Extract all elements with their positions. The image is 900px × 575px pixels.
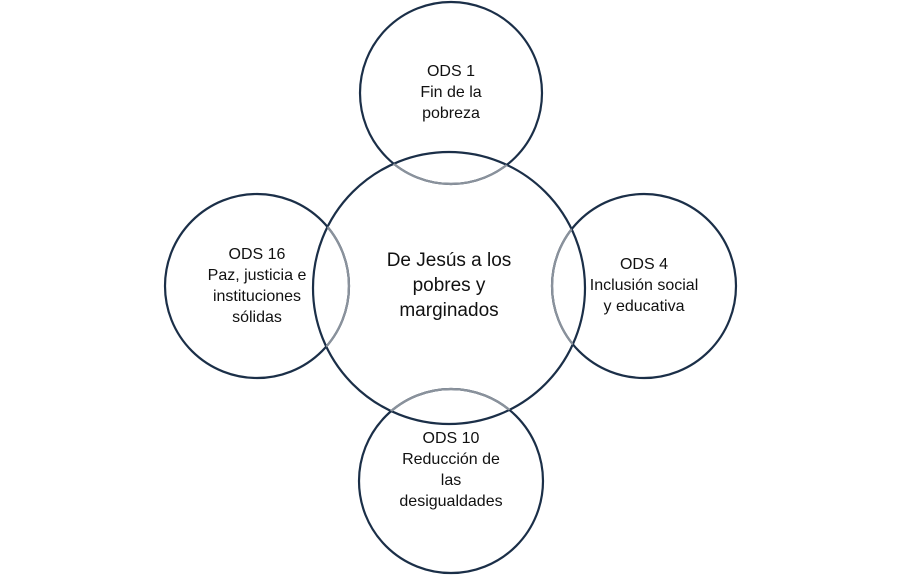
ods16-label-line-4: sólidas [232,309,282,326]
ods4-label-line-3: y educativa [603,298,685,315]
ods16-label-line-1: ODS 16 [228,246,286,263]
ods4-label-line-2: Inclusión social [589,277,699,294]
ods10-label: ODS 10 Reducción de las desigualdades [371,428,531,512]
ods4-label-line-1: ODS 4 [619,256,668,273]
ods16-label-line-2: Paz, justicia e [207,267,307,284]
ods1-label: ODS 1 Fin de la pobreza [371,61,531,124]
ods16-label-line-3: instituciones [212,288,302,305]
overlap-arc-ods1 [358,152,544,186]
ods10-label-line-1: ODS 10 [422,430,480,447]
ods1-label-line-3: pobreza [422,105,480,122]
overlap-arc-ods16 [313,192,351,380]
ods4-label: ODS 4 Inclusión social y educativa [564,254,724,317]
ods10-label-line-4: desigualdades [399,493,503,510]
circle-center [311,150,587,426]
overlap-arc-ods10 [357,387,545,424]
center-label: De Jesús a los pobres y marginados [349,248,549,323]
overlap-arc-ods4 [550,192,585,380]
center-label-line-1: De Jesús a los [386,250,512,271]
ods1-label-line-1: ODS 1 [426,63,475,80]
ods10-label-line-3: las [440,472,462,489]
ods10-label-line-2: Reducción de [402,451,500,468]
ods1-label-line-2: Fin de la [420,84,482,101]
ods16-label: ODS 16 Paz, justicia e instituciones sól… [177,244,337,328]
center-label-line-3: marginados [399,300,499,321]
center-label-line-2: pobres y [412,275,486,296]
overlap-arcs [313,152,585,424]
